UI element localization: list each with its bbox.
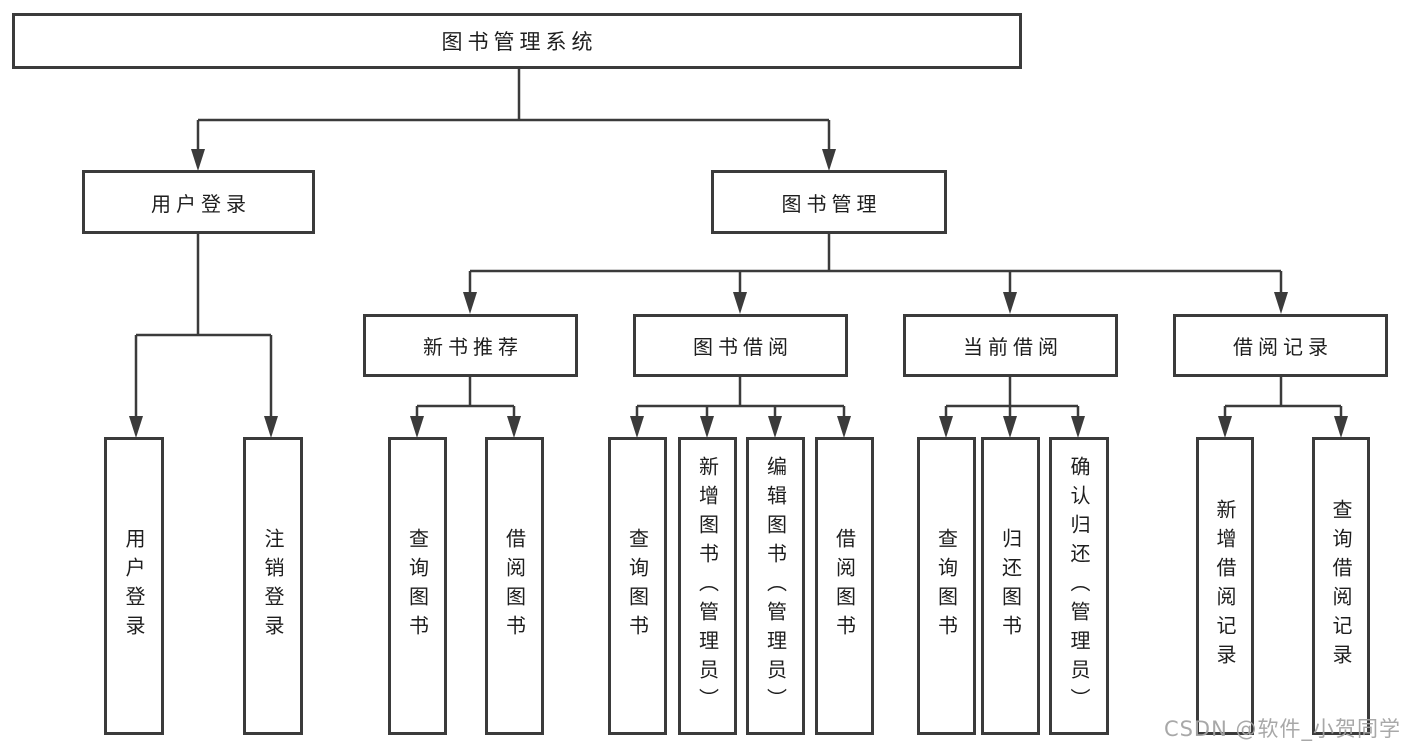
node-add-book-admin: 新增图书（管理员） xyxy=(678,437,737,735)
node-logout-leaf: 注销登录 xyxy=(243,437,303,735)
node-library-system: 图书管理系统 xyxy=(12,13,1022,69)
node-query-books-recommend: 查询图书 xyxy=(388,437,447,735)
csdn-watermark: CSDN @软件_小贺同学 xyxy=(1163,717,1401,741)
node-borrowing-records: 借阅记录 xyxy=(1173,314,1388,377)
node-borrow-books-leaf: 借阅图书 xyxy=(815,437,874,735)
node-confirm-return-admin: 确认归还（管理员） xyxy=(1049,437,1109,735)
node-borrow-books-recommend: 借阅图书 xyxy=(485,437,544,735)
node-book-management: 图书管理 xyxy=(711,170,947,234)
node-book-borrowing: 图书借阅 xyxy=(633,314,848,377)
node-user-login: 用户登录 xyxy=(82,170,315,234)
node-query-borrow-record: 查询借阅记录 xyxy=(1312,437,1370,735)
node-edit-book-admin: 编辑图书（管理员） xyxy=(746,437,805,735)
node-new-book-recommendation: 新书推荐 xyxy=(363,314,578,377)
node-add-borrow-record: 新增借阅记录 xyxy=(1196,437,1254,735)
node-current-borrowing: 当前借阅 xyxy=(903,314,1118,377)
node-return-books: 归还图书 xyxy=(981,437,1040,735)
node-query-books-borrowing: 查询图书 xyxy=(608,437,667,735)
node-user-login-leaf: 用户登录 xyxy=(104,437,164,735)
node-query-books-current: 查询图书 xyxy=(917,437,976,735)
